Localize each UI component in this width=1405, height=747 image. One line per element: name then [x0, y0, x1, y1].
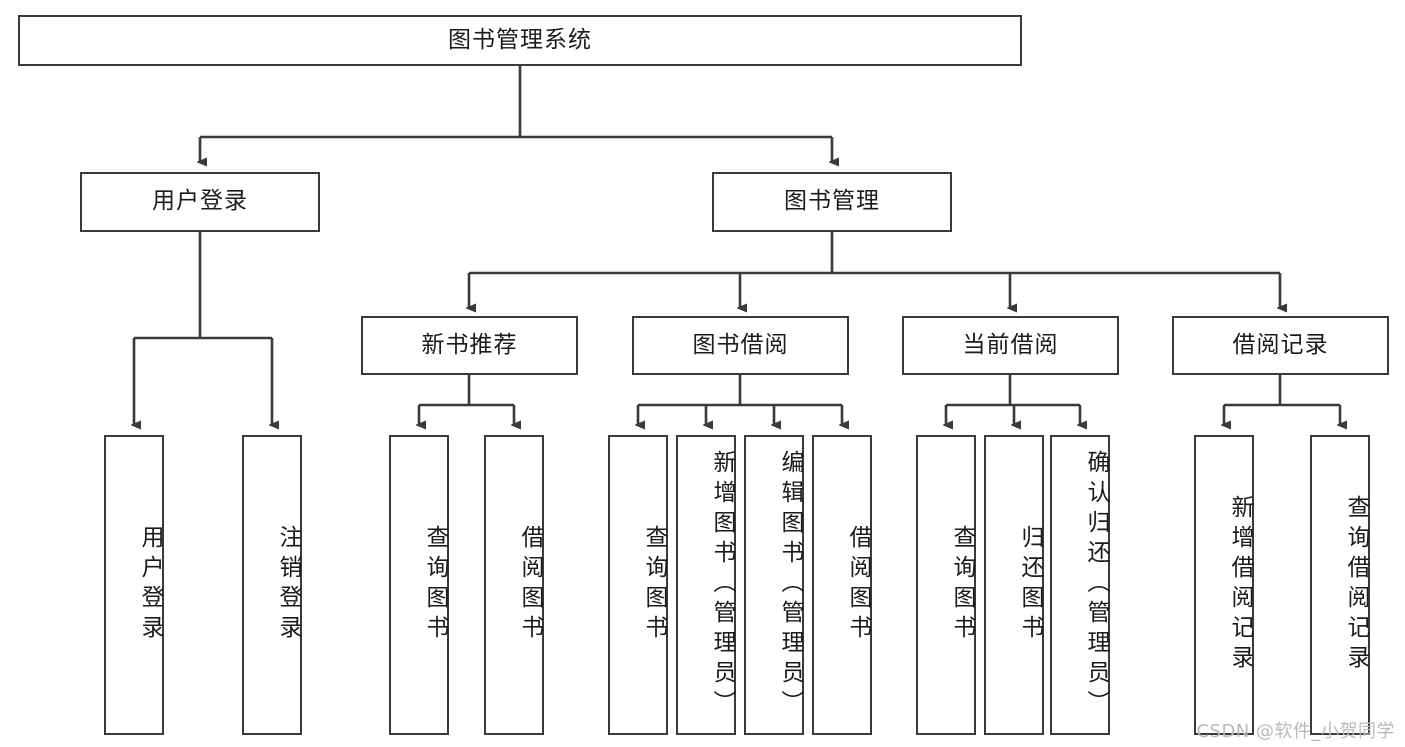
leaf-query-record-label: 查询借阅记录 — [1343, 495, 1369, 675]
leaf-borrow-book-2[interactable]: 借阅图书 — [812, 435, 872, 735]
leaf-logout[interactable]: 注销登录 — [242, 435, 302, 735]
leaf-return-book[interactable]: 归还图书 — [984, 435, 1044, 735]
node-root-label: 图书管理系统 — [448, 26, 592, 53]
node-current-borrow[interactable]: 当前借阅 — [902, 316, 1119, 375]
leaf-borrow-book-2-label: 借阅图书 — [845, 525, 871, 645]
leaf-query-book-3[interactable]: 查询图书 — [916, 435, 976, 735]
leaf-add-book[interactable]: 新增图书（管理员） — [676, 435, 736, 735]
leaf-borrow-book-1[interactable]: 借阅图书 — [484, 435, 544, 735]
leaf-add-record-label: 新增借阅记录 — [1227, 495, 1253, 675]
leaf-edit-book-label: 编辑图书（管理员） — [777, 450, 803, 720]
node-root[interactable]: 图书管理系统 — [18, 15, 1022, 66]
node-book-borrow-label: 图书借阅 — [692, 331, 789, 358]
node-book-manage-label: 图书管理 — [784, 188, 880, 215]
node-borrow-record[interactable]: 借阅记录 — [1172, 316, 1389, 375]
leaf-query-book-2-label: 查询图书 — [641, 525, 667, 645]
leaf-return-book-label: 归还图书 — [1017, 525, 1043, 645]
leaf-add-book-label: 新增图书（管理员） — [709, 450, 735, 720]
leaf-add-record[interactable]: 新增借阅记录 — [1194, 435, 1254, 735]
leaf-query-book-3-label: 查询图书 — [949, 525, 975, 645]
leaf-user-login-label: 用户登录 — [137, 525, 163, 645]
leaf-query-book-2[interactable]: 查询图书 — [608, 435, 668, 735]
node-book-borrow[interactable]: 图书借阅 — [632, 316, 849, 375]
leaf-query-record[interactable]: 查询借阅记录 — [1310, 435, 1370, 735]
node-user-login[interactable]: 用户登录 — [80, 172, 320, 232]
node-new-book-rec-label: 新书推荐 — [421, 331, 518, 358]
watermark: CSDN @软件_小贺同学 — [1196, 721, 1395, 742]
leaf-query-book-1-label: 查询图书 — [422, 525, 448, 645]
leaf-edit-book[interactable]: 编辑图书（管理员） — [744, 435, 804, 735]
leaf-user-login[interactable]: 用户登录 — [104, 435, 164, 735]
leaf-confirm-return-label: 确认归还（管理员） — [1083, 450, 1109, 720]
node-new-book-rec[interactable]: 新书推荐 — [361, 316, 578, 375]
leaf-confirm-return[interactable]: 确认归还（管理员） — [1050, 435, 1110, 735]
node-current-borrow-label: 当前借阅 — [962, 331, 1059, 358]
leaf-borrow-book-1-label: 借阅图书 — [517, 525, 543, 645]
leaf-logout-label: 注销登录 — [275, 525, 301, 645]
leaf-query-book-1[interactable]: 查询图书 — [389, 435, 449, 735]
node-user-login-label: 用户登录 — [152, 188, 248, 215]
node-book-manage[interactable]: 图书管理 — [712, 172, 952, 232]
node-borrow-record-label: 借阅记录 — [1232, 331, 1329, 358]
